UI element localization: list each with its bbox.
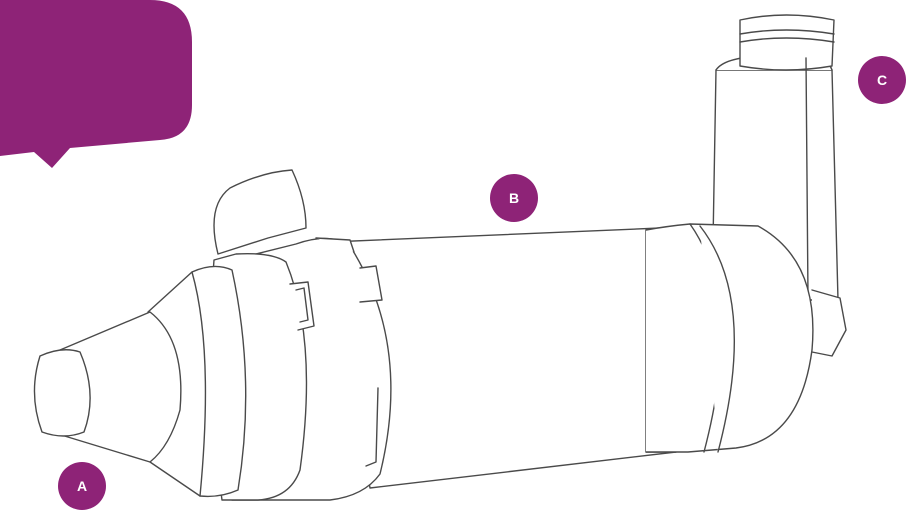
mouthpiece	[34, 266, 245, 496]
spacer-fin	[214, 170, 306, 254]
marker-c[interactable]: C	[858, 56, 906, 104]
marker-b[interactable]: B	[490, 174, 538, 222]
marker-a[interactable]: A	[58, 462, 106, 510]
spacer-chamber	[330, 224, 813, 488]
